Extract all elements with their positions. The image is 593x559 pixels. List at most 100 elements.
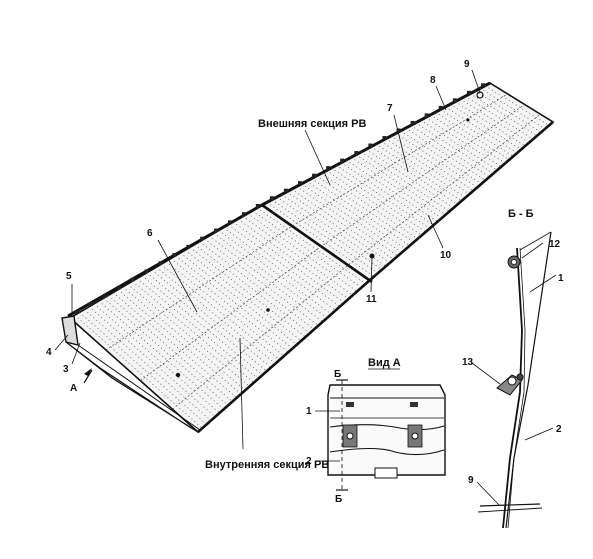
callout-4: 4 (46, 347, 52, 358)
hinge-fitting (382, 135, 387, 140)
rivet-line (266, 202, 375, 277)
fastener-inner (175, 372, 181, 378)
root-lower-edge (77, 344, 201, 431)
hinge-fitting (438, 105, 443, 110)
rivet-line (460, 98, 530, 143)
rivet-line (465, 95, 534, 140)
rivet-line (400, 130, 482, 185)
rivet-line (232, 221, 345, 304)
rivet-line (218, 230, 332, 315)
hinge-fitting (312, 173, 317, 178)
fastener-11 (369, 253, 375, 259)
rivet-line (180, 252, 298, 345)
hinge-fitting (410, 120, 415, 125)
rivet-line (286, 191, 391, 264)
view-a-detail: Вид А Б Б 1 2 (306, 357, 446, 505)
cut-mark-b-top: Б (334, 369, 341, 380)
hinge-fittings (74, 83, 485, 314)
view-arrow-a: А (70, 383, 77, 394)
rivet-line (479, 88, 546, 130)
rivet-line (331, 167, 426, 233)
rivet-line (420, 119, 498, 171)
rivet-line (271, 199, 379, 274)
fastener-outer (466, 118, 470, 122)
callout-9-section: 9 (468, 475, 474, 486)
rivet-line (108, 295, 233, 402)
fastener-mid (266, 308, 270, 312)
root-underside (65, 341, 199, 433)
hinge-fitting (396, 128, 401, 132)
hinge-fitting (200, 236, 205, 241)
hinge-fitting (88, 302, 93, 306)
stringer-line (105, 93, 508, 351)
rivet-line (440, 109, 514, 157)
rivet-line (296, 186, 399, 257)
rivet-line (151, 269, 272, 368)
rivet-line (242, 216, 354, 296)
callout-6: 6 (147, 228, 153, 239)
rivet-line (390, 135, 474, 191)
hinge-fitting (241, 212, 246, 216)
rivet-line (484, 85, 550, 126)
callout-5: 5 (66, 271, 72, 282)
hinge-fitting (158, 261, 163, 265)
rivet-line (301, 183, 403, 253)
hinge-fitting (144, 269, 149, 273)
callout-9: 9 (464, 59, 470, 70)
hinge-fitting (255, 203, 260, 208)
rivet-line (395, 133, 478, 188)
hinge-fitting (298, 181, 302, 185)
rivet-line (223, 227, 336, 311)
elevator-assembly (61, 81, 555, 434)
hinge-fitting (480, 83, 485, 87)
hinge-fitting (452, 98, 457, 102)
rivet-line (189, 247, 306, 338)
callout-13: 13 (462, 357, 474, 368)
rivet-line (365, 149, 454, 209)
rivet-line (117, 289, 242, 395)
callout-2-view-a: 2 (306, 456, 312, 467)
hinge-fitting (424, 113, 429, 117)
hinge-fitting (228, 220, 232, 224)
hinge-fitting (214, 228, 219, 233)
rivet-line (175, 255, 293, 349)
hinge-fitting (340, 158, 345, 163)
callout-12: 12 (549, 239, 561, 250)
callout-1-view-a: 1 (306, 406, 312, 417)
rivet-line (103, 297, 229, 406)
callout-2-section: 2 (556, 424, 562, 435)
rivet-line (127, 283, 250, 387)
rivet-line (385, 138, 470, 195)
outer-section-label: Внешняя секция РВ (258, 118, 366, 130)
inner-section-label: Внутренняя секция РВ (205, 459, 329, 471)
hinge-fitting (354, 151, 359, 155)
rivet-rows (74, 85, 550, 429)
rivet-line (341, 162, 434, 226)
main-view-labels: Внешняя секция РВ Внутренняя секция РВ 9… (46, 59, 470, 471)
callout-1-section: 1 (558, 273, 564, 284)
rivet-line (122, 286, 246, 391)
hinge-fitting (326, 166, 331, 170)
rivet-line (380, 141, 466, 198)
callout-7: 7 (387, 103, 393, 114)
callout-8: 8 (430, 75, 436, 86)
cut-mark-b-bottom: Б (335, 494, 342, 505)
rivet-line (199, 241, 315, 330)
rivet-line (74, 314, 203, 429)
view-a-title: Вид А (368, 357, 401, 369)
callout-3: 3 (63, 364, 69, 375)
rivet-line (360, 151, 450, 212)
rivet-line (291, 188, 395, 260)
hinge-fitting (466, 90, 471, 95)
hinge-fitting (130, 277, 135, 282)
rivet-line (156, 266, 276, 364)
callout-11: 11 (366, 294, 377, 305)
rivet-line (237, 218, 349, 300)
callout-10: 10 (440, 250, 452, 261)
rivet-line (84, 309, 212, 421)
rivet-line (430, 114, 506, 164)
hinge-fitting (368, 143, 373, 148)
section-bb-detail: Б - Б 12 1 13 2 9 (462, 208, 564, 529)
